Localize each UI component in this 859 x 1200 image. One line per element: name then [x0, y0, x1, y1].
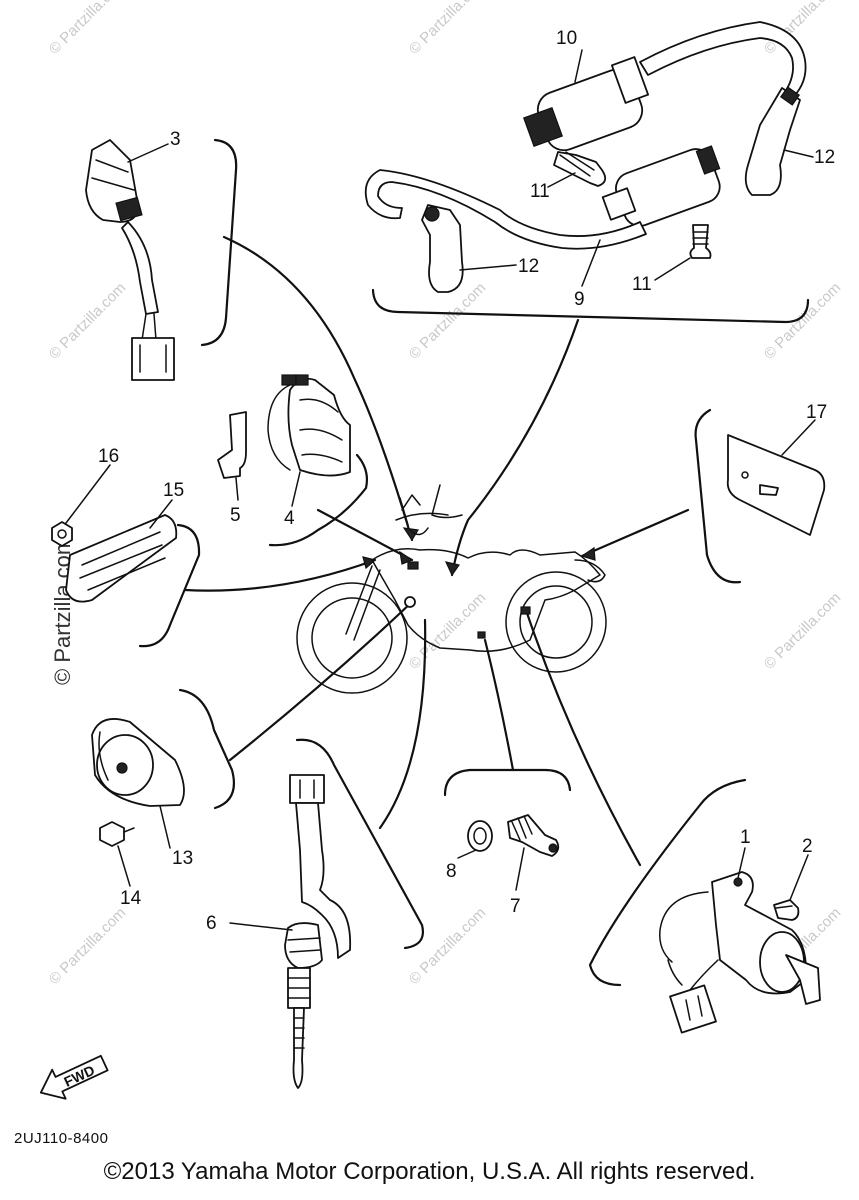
callout-5: 5 — [230, 505, 241, 526]
rear-fender — [574, 559, 606, 583]
callout-leaders — [65, 49, 816, 931]
motorcycle-outline — [296, 484, 607, 694]
leader-parts-13-14 — [228, 598, 416, 762]
connector — [131, 337, 175, 381]
front-wheel — [296, 582, 408, 694]
callout-14: 14 — [120, 888, 142, 909]
callout-10: 10 — [556, 28, 577, 49]
part-4-rectifier — [267, 374, 351, 477]
leader-part-6 — [378, 618, 427, 830]
callout-12a: 12 — [814, 147, 835, 168]
leader-part-3 — [222, 235, 414, 542]
rear-wheel — [505, 571, 607, 673]
bracket-part-3 — [200, 138, 238, 347]
leader-lines — [183, 235, 690, 867]
part-9-ignition-coil — [364, 145, 721, 250]
mount-point — [520, 606, 531, 615]
watermark: © Partzilla.com — [46, 0, 129, 58]
copyright-notice: ©2013 Yamaha Motor Corporation, U.S.A. A… — [103, 1158, 756, 1185]
leader-ignition-coils — [450, 318, 580, 577]
mount-point — [407, 561, 419, 570]
handlebar — [395, 484, 463, 526]
part-12-spark-plug-cap — [744, 86, 801, 196]
arrowhead — [444, 561, 461, 577]
group-brackets — [138, 138, 810, 987]
bracket-parts-4-5 — [268, 453, 369, 547]
bracket-part-17 — [694, 408, 742, 584]
callout-2: 2 — [802, 836, 813, 857]
part-15-reflector — [65, 514, 178, 603]
bracket-parts-7-8 — [443, 768, 572, 797]
bracket-ignition-coils — [371, 288, 810, 324]
watermark: © Partzilla.com — [406, 589, 489, 672]
callout-7: 7 — [510, 896, 521, 917]
part-3-switch — [85, 139, 175, 381]
leader-parts-7-8 — [483, 638, 515, 772]
callout-1: 1 — [740, 827, 751, 848]
arrowhead — [580, 546, 596, 561]
callout-labels: 1 2 3 4 5 6 7 8 9 10 11 11 12 12 13 14 1… — [98, 28, 835, 934]
leader-parts-4-5 — [316, 508, 414, 562]
rear-wheel-inner — [519, 585, 593, 659]
bracket-part-6 — [295, 738, 424, 950]
watermark: © Partzilla.com — [46, 904, 129, 987]
part-5-bracket — [217, 411, 247, 479]
front-fork — [345, 565, 381, 641]
part-11-bolt — [553, 151, 607, 187]
fwd-label: FWD — [61, 1062, 97, 1090]
part-13-horn — [91, 718, 185, 807]
mount-point — [477, 631, 486, 639]
part-12-spark-plug-cap-b — [421, 204, 464, 293]
fwd-arrow: FWD — [39, 1054, 109, 1100]
arrowhead — [399, 550, 414, 565]
part-17-reflector — [726, 434, 826, 536]
part-14-bolt — [99, 821, 135, 847]
frame-body — [371, 548, 601, 652]
front-wheel-inner — [311, 597, 393, 679]
bracket-parts-13-14 — [178, 688, 236, 810]
arrowhead — [402, 527, 419, 542]
part-16-nut — [51, 521, 73, 547]
connector — [289, 774, 325, 804]
callout-11b: 11 — [632, 274, 652, 295]
part-11-bolt-b — [689, 224, 712, 259]
callout-13: 13 — [172, 848, 193, 869]
leader-parts-15-16 — [183, 558, 377, 592]
part-7-switch — [507, 814, 560, 857]
callout-12b: 12 — [518, 256, 539, 277]
wiring-stub — [401, 494, 429, 536]
connector — [669, 984, 717, 1034]
leader-part-17 — [580, 508, 690, 558]
callout-11a: 11 — [530, 181, 550, 202]
bracket-parts-1-2 — [588, 778, 747, 987]
part-2-screw — [773, 899, 800, 921]
part-6-sensor — [284, 774, 352, 1089]
part-8-washer — [467, 820, 493, 852]
callout-6: 6 — [206, 913, 217, 934]
callout-4: 4 — [284, 508, 295, 529]
watermark: © Partzilla.com — [406, 0, 489, 58]
watermark: © Partzilla.com — [46, 279, 129, 362]
part-1-main-switch — [659, 871, 821, 1034]
callout-15: 15 — [163, 480, 184, 501]
callout-17: 17 — [806, 402, 827, 423]
mount-point — [404, 596, 416, 608]
callout-3: 3 — [170, 129, 181, 150]
watermark: © Partzilla.com — [761, 589, 844, 672]
callout-8: 8 — [446, 861, 457, 882]
diagram-code: 2UJ110-8400 — [14, 1130, 109, 1147]
leader-parts-1-2 — [525, 611, 642, 867]
callout-9: 9 — [574, 289, 585, 310]
callout-16: 16 — [98, 446, 119, 467]
